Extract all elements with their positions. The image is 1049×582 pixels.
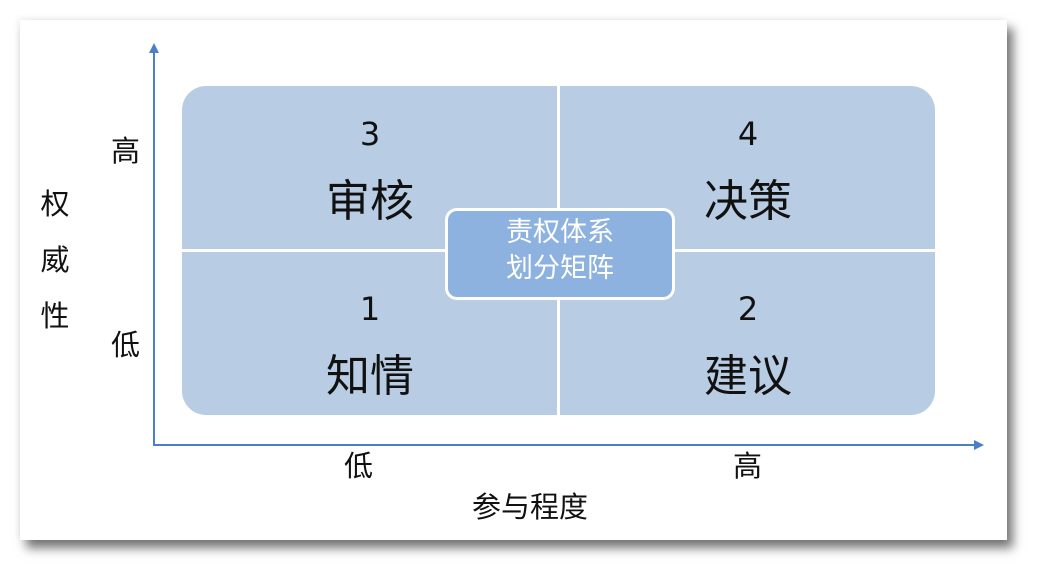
matrix-title-box: 责权体系 划分矩阵 (445, 208, 675, 300)
y-axis-title-char-1: 权 (40, 187, 70, 221)
quadrant-suggestion: 2 建议 (560, 289, 935, 405)
quadrant-name: 知情 (326, 351, 414, 402)
quadrant-number: 1 (359, 290, 381, 328)
x-axis-low-label: 低 (344, 449, 374, 483)
quadrant-number: 3 (359, 115, 381, 153)
quadrant-name: 建议 (704, 351, 792, 402)
matrix-title-line-1: 责权体系 (506, 217, 614, 248)
y-axis-high-label: 高 (111, 134, 141, 168)
y-axis-title-char-3: 性 (40, 299, 70, 333)
quadrant-number: 4 (737, 115, 759, 153)
x-axis-arrow-icon (974, 440, 984, 450)
matrix-title-line-2: 划分矩阵 (506, 253, 614, 284)
quadrant-review: 3 审核 (182, 114, 558, 230)
y-axis-low-label: 低 (111, 328, 141, 362)
quadrant-number: 2 (737, 290, 759, 328)
quadrant-informed: 1 知情 (182, 289, 558, 405)
quadrant-name: 决策 (704, 176, 792, 227)
y-axis-arrow-icon (149, 43, 159, 53)
y-axis-line (153, 50, 155, 446)
y-axis-title-char-2: 威 (40, 243, 70, 277)
quadrant-name: 审核 (326, 176, 414, 227)
y-axis-title: 权 威 性 (38, 176, 72, 344)
x-axis-title: 参与程度 (472, 490, 589, 524)
x-axis-line (153, 444, 975, 446)
x-axis-high-label: 高 (733, 449, 763, 483)
quadrant-decision: 4 决策 (560, 114, 935, 230)
